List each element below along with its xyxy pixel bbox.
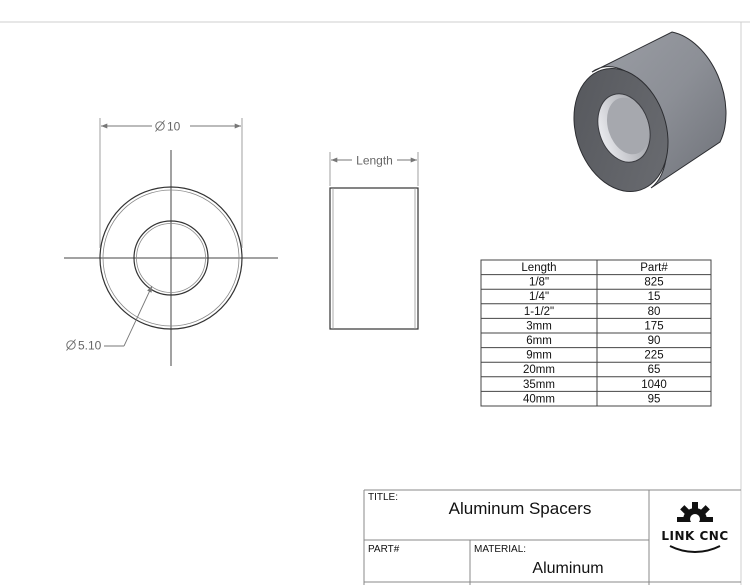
- table-cell-part: 225: [644, 350, 663, 362]
- drawing-title: Aluminum Spacers: [449, 499, 592, 518]
- outer-diameter-value: 10: [167, 120, 181, 134]
- table-cell-length: 1/8": [529, 277, 549, 289]
- title-block: TITLE: Aluminum Spacers PART# MATERIAL: …: [363, 489, 741, 585]
- table-cell-part: 80: [648, 306, 661, 318]
- part-number-label: PART#: [368, 544, 400, 555]
- length-dimension-label: Length: [356, 154, 393, 168]
- diameter-symbol-icon: [155, 120, 165, 132]
- logo: LINK CNC: [661, 502, 728, 554]
- table-cell-length: 35mm: [523, 379, 555, 391]
- title-label: TITLE:: [368, 492, 398, 503]
- table-cell-part: 1040: [641, 379, 667, 391]
- logo-swoosh: [669, 545, 721, 554]
- inner-circle: [133, 220, 209, 296]
- logo-text: LINK CNC: [661, 529, 728, 543]
- material-label: MATERIAL:: [474, 544, 526, 555]
- table-cell-length: 1/4": [529, 291, 549, 303]
- diameter-symbol-icon: [66, 339, 76, 351]
- material-value: Aluminum: [532, 560, 603, 577]
- isometric-view: [573, 31, 727, 193]
- table-cell-part: 15: [648, 291, 661, 303]
- table-cell-part: 65: [648, 364, 661, 376]
- table-cell-length: 6mm: [526, 335, 552, 347]
- side-view: Length: [329, 152, 419, 330]
- table-header-length: Length: [521, 262, 556, 274]
- table-cell-part: 95: [648, 393, 661, 405]
- gear-icon: [673, 502, 717, 540]
- outer-circle: [99, 186, 243, 330]
- table-cell-part: 825: [644, 277, 663, 289]
- table-cell-length: 9mm: [526, 350, 552, 362]
- inner-diameter-value: 5.10: [78, 339, 102, 353]
- part-table: Length Part# 1/8" 825 1/4" 15 1-1/2" 80 3mm 175 6m…: [480, 259, 712, 407]
- spacer-bore-depth: [606, 97, 650, 155]
- table-header-part: Part#: [640, 262, 668, 274]
- table-cell-part: 90: [648, 335, 661, 347]
- outer-circle-inner-edge: [102, 189, 240, 327]
- table-cell-length: 3mm: [526, 320, 552, 332]
- table-cell-part: 175: [644, 320, 663, 332]
- table-cell-length: 20mm: [523, 364, 555, 376]
- side-profile: [329, 187, 419, 330]
- front-view: 10 5.10: [64, 118, 278, 366]
- table-cell-length: 1-1/2": [524, 306, 554, 318]
- table-cell-length: 40mm: [523, 393, 555, 405]
- id-leader-arrow: [123, 285, 153, 347]
- inner-circle-inner-edge: [136, 223, 206, 293]
